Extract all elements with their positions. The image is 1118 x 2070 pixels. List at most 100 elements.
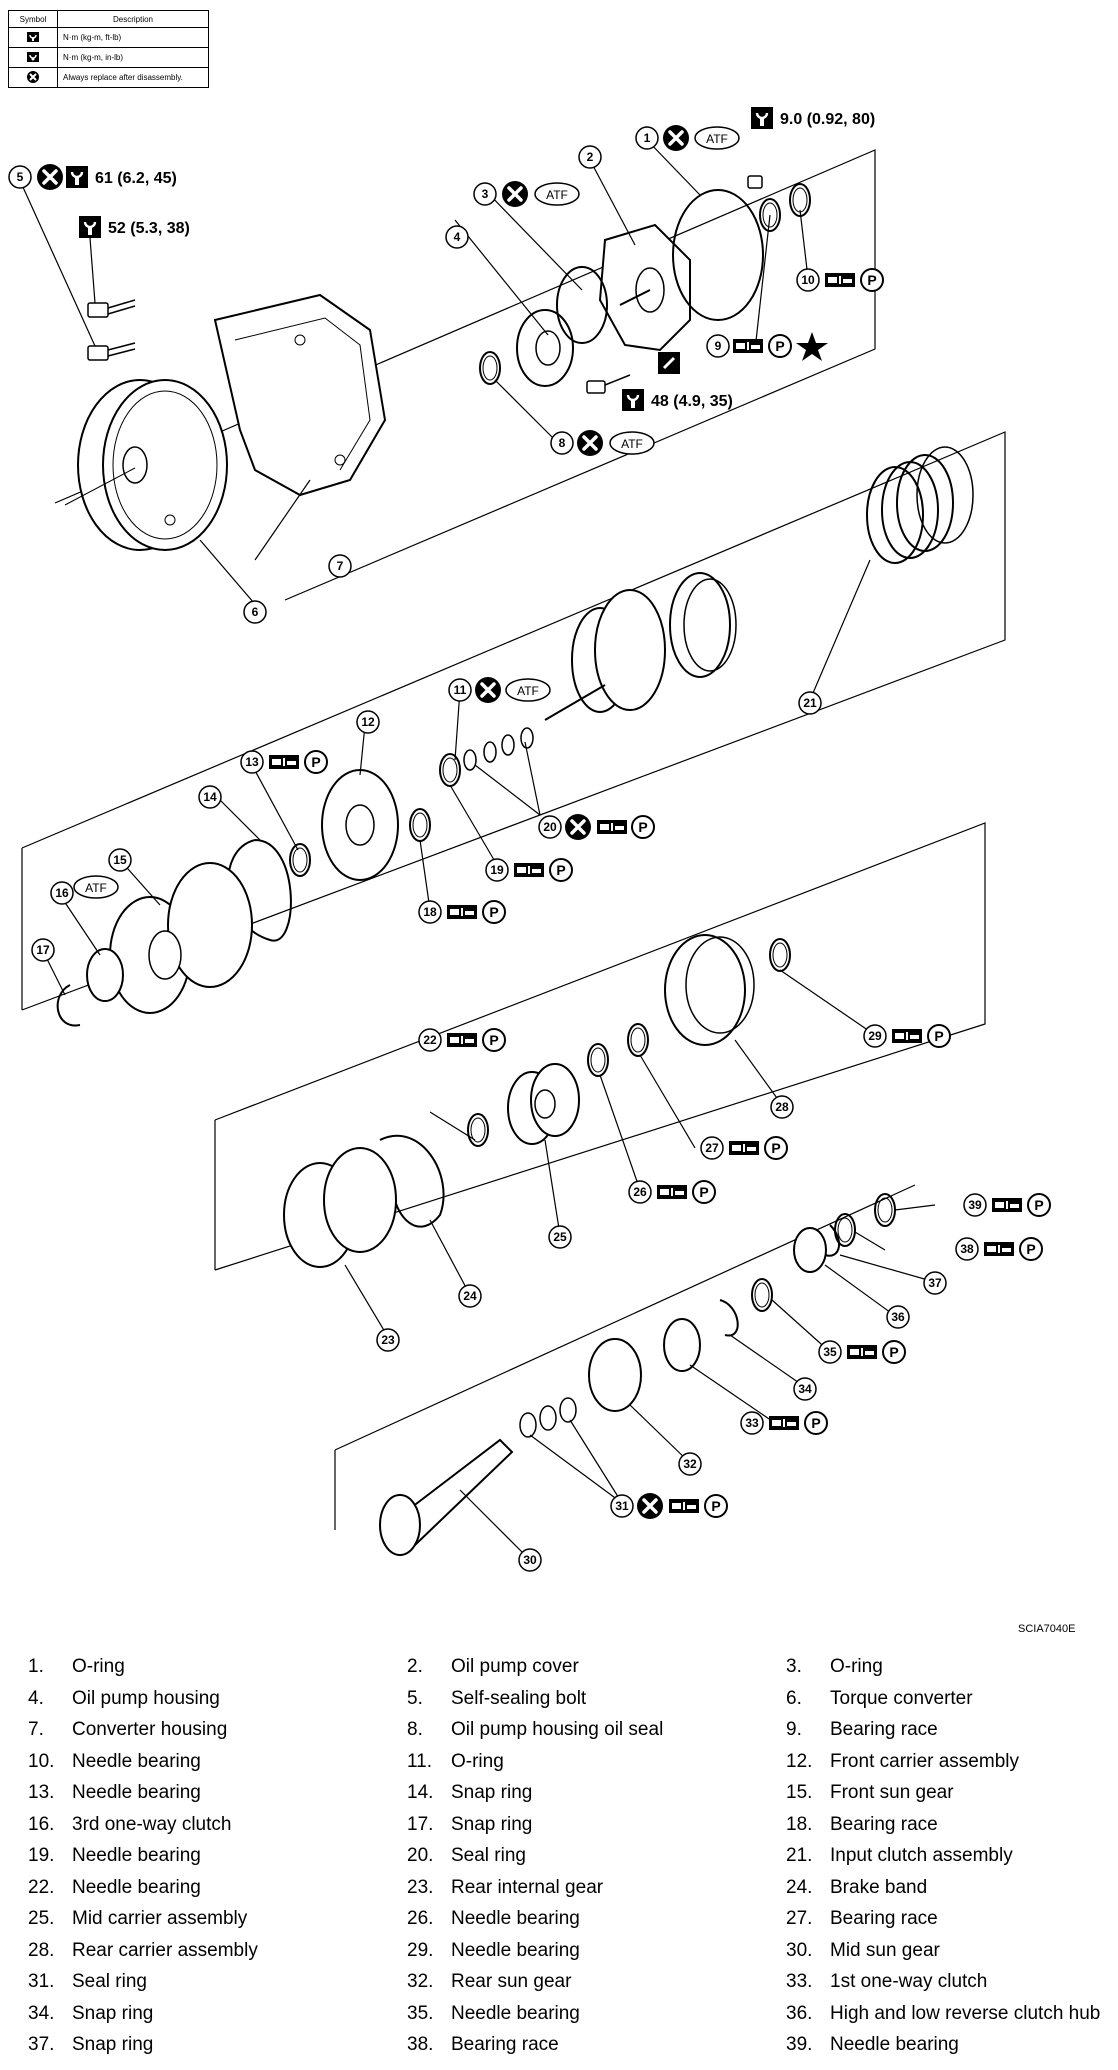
petroleum-jelly-icon xyxy=(597,820,627,834)
callout-26: 26 xyxy=(628,1180,652,1204)
part-number: 26. xyxy=(407,1908,434,1929)
part-name: Torque converter xyxy=(830,1687,973,1709)
callout-6: 6 xyxy=(243,600,267,624)
part-number: 17. xyxy=(407,1813,434,1835)
symbol-legend: Symbol Description N·m (kg-m, ft-lb) N·m… xyxy=(8,10,209,88)
rear-sun-gear-drawing xyxy=(588,1338,642,1412)
part-name: Needle bearing xyxy=(72,1782,201,1803)
callout-23: 23 xyxy=(376,1328,400,1352)
part-number: 22. xyxy=(28,1876,55,1898)
p-label: P xyxy=(771,1140,780,1156)
part-number: 28. xyxy=(28,1939,55,1961)
p-label: P xyxy=(638,819,647,835)
part-number: 20. xyxy=(407,1845,434,1866)
o-ring-3-drawing xyxy=(556,266,608,344)
svg-text:11: 11 xyxy=(454,683,467,697)
atf-label: ATF xyxy=(85,881,107,895)
exploded-view-diagram: 1 2 3 4 5 6 7 8 9 10 11 12 13 14 15 16 1… xyxy=(8,105,1051,1572)
svg-text:4: 4 xyxy=(454,230,461,244)
part-number: 38. xyxy=(407,2034,434,2055)
legend-row-description: Always replace after disassembly. xyxy=(57,67,209,88)
petroleum-jelly-icon xyxy=(669,1499,699,1513)
part-number: 30. xyxy=(786,1939,813,1961)
oil-pump-housing-drawing xyxy=(516,309,574,387)
callout-5: 5 xyxy=(8,165,32,189)
svg-text:13: 13 xyxy=(245,755,259,769)
o-ring-1-drawing xyxy=(672,189,764,321)
p-label: P xyxy=(889,1344,898,1360)
part-name: High and low reverse clutch hub xyxy=(830,2002,1101,2024)
callout-17: 17 xyxy=(31,938,55,962)
svg-text:2: 2 xyxy=(587,150,594,164)
part-name: Needle bearing xyxy=(72,1876,201,1898)
atf-label: ATF xyxy=(706,132,728,146)
svg-text:7: 7 xyxy=(337,559,344,573)
svg-text:1: 1 xyxy=(644,131,651,145)
part-name: Snap ring xyxy=(72,2034,154,2055)
p-label: P xyxy=(711,1498,720,1514)
star-icon xyxy=(796,332,828,361)
sealant-icon xyxy=(658,352,680,374)
replace-x-icon xyxy=(635,1491,665,1521)
svg-text:37: 37 xyxy=(928,1276,942,1290)
input-clutch-drawing xyxy=(544,446,974,721)
mid-sun-gear-drawing xyxy=(379,1438,514,1556)
callout-3: 3 xyxy=(473,182,497,206)
callout-16: 16 xyxy=(50,881,74,905)
part-name: Front carrier assembly xyxy=(830,1750,1019,1772)
part-name: O-ring xyxy=(72,1656,125,1677)
callout-7: 7 xyxy=(328,554,352,578)
p-label: P xyxy=(811,1415,820,1431)
petroleum-jelly-icon xyxy=(269,755,299,769)
svg-text:12: 12 xyxy=(361,715,375,729)
callout-10: 10 xyxy=(796,268,820,292)
part-number: 14. xyxy=(407,1782,434,1803)
part-number: 36. xyxy=(786,2002,813,2024)
part-name: 1st one-way clutch xyxy=(830,1971,988,1992)
svg-text:6: 6 xyxy=(252,605,259,619)
atf-label: ATF xyxy=(621,437,643,451)
svg-text:24: 24 xyxy=(463,1289,477,1303)
part-name: Snap ring xyxy=(72,2002,154,2024)
torque-spec-pump-bolt: 9.0 (0.92, 80) xyxy=(780,111,875,128)
converter-housing-drawing xyxy=(213,293,387,497)
svg-text:39: 39 xyxy=(968,1198,982,1212)
leader-lines xyxy=(21,139,936,1561)
part-number: 1. xyxy=(28,1656,44,1677)
part-number: 2. xyxy=(407,1656,423,1677)
svg-text:32: 32 xyxy=(683,1457,697,1471)
torque-spec-housing-bolt: 48 (4.9, 35) xyxy=(651,393,733,410)
svg-text:15: 15 xyxy=(113,853,127,867)
svg-text:5: 5 xyxy=(17,170,24,184)
petroleum-jelly-icon xyxy=(892,1029,922,1043)
atf-label: ATF xyxy=(517,684,539,698)
callout-19: 19 xyxy=(485,858,509,882)
part-number: 12. xyxy=(786,1750,813,1772)
torque-wrench-icon xyxy=(620,387,646,413)
part-number: 23. xyxy=(407,1876,434,1898)
part-name: Rear sun gear xyxy=(451,1971,572,1992)
part-name: Brake band xyxy=(830,1876,928,1898)
p-label: P xyxy=(934,1028,943,1044)
callout-39: 39 xyxy=(963,1193,987,1217)
part-number: 21. xyxy=(786,1845,813,1866)
part-name: Seal ring xyxy=(451,1845,526,1866)
svg-text:30: 30 xyxy=(523,1553,537,1567)
callout-21: 21 xyxy=(798,691,822,715)
callout-37: 37 xyxy=(923,1271,947,1295)
callout-34: 34 xyxy=(793,1377,817,1401)
seal-ring-31-drawing xyxy=(519,1397,577,1438)
svg-text:22: 22 xyxy=(423,1033,437,1047)
callout-33: 33 xyxy=(740,1411,764,1435)
callout-20: 20 xyxy=(538,815,562,839)
3rd-one-way-clutch-drawing xyxy=(86,948,124,1002)
callout-14: 14 xyxy=(198,785,222,809)
svg-text:18: 18 xyxy=(423,905,437,919)
svg-text:33: 33 xyxy=(745,1416,759,1430)
part-name: O-ring xyxy=(830,1656,883,1677)
part-number: 10. xyxy=(28,1750,55,1772)
part-number: 34. xyxy=(28,2002,55,2024)
callout-symbols: 61 (6.2, 45) 52 (5.3, 38) ATF 9.0 (0.92,… xyxy=(35,105,1051,1521)
part-number: 35. xyxy=(407,2002,434,2024)
svg-text:35: 35 xyxy=(823,1345,837,1359)
